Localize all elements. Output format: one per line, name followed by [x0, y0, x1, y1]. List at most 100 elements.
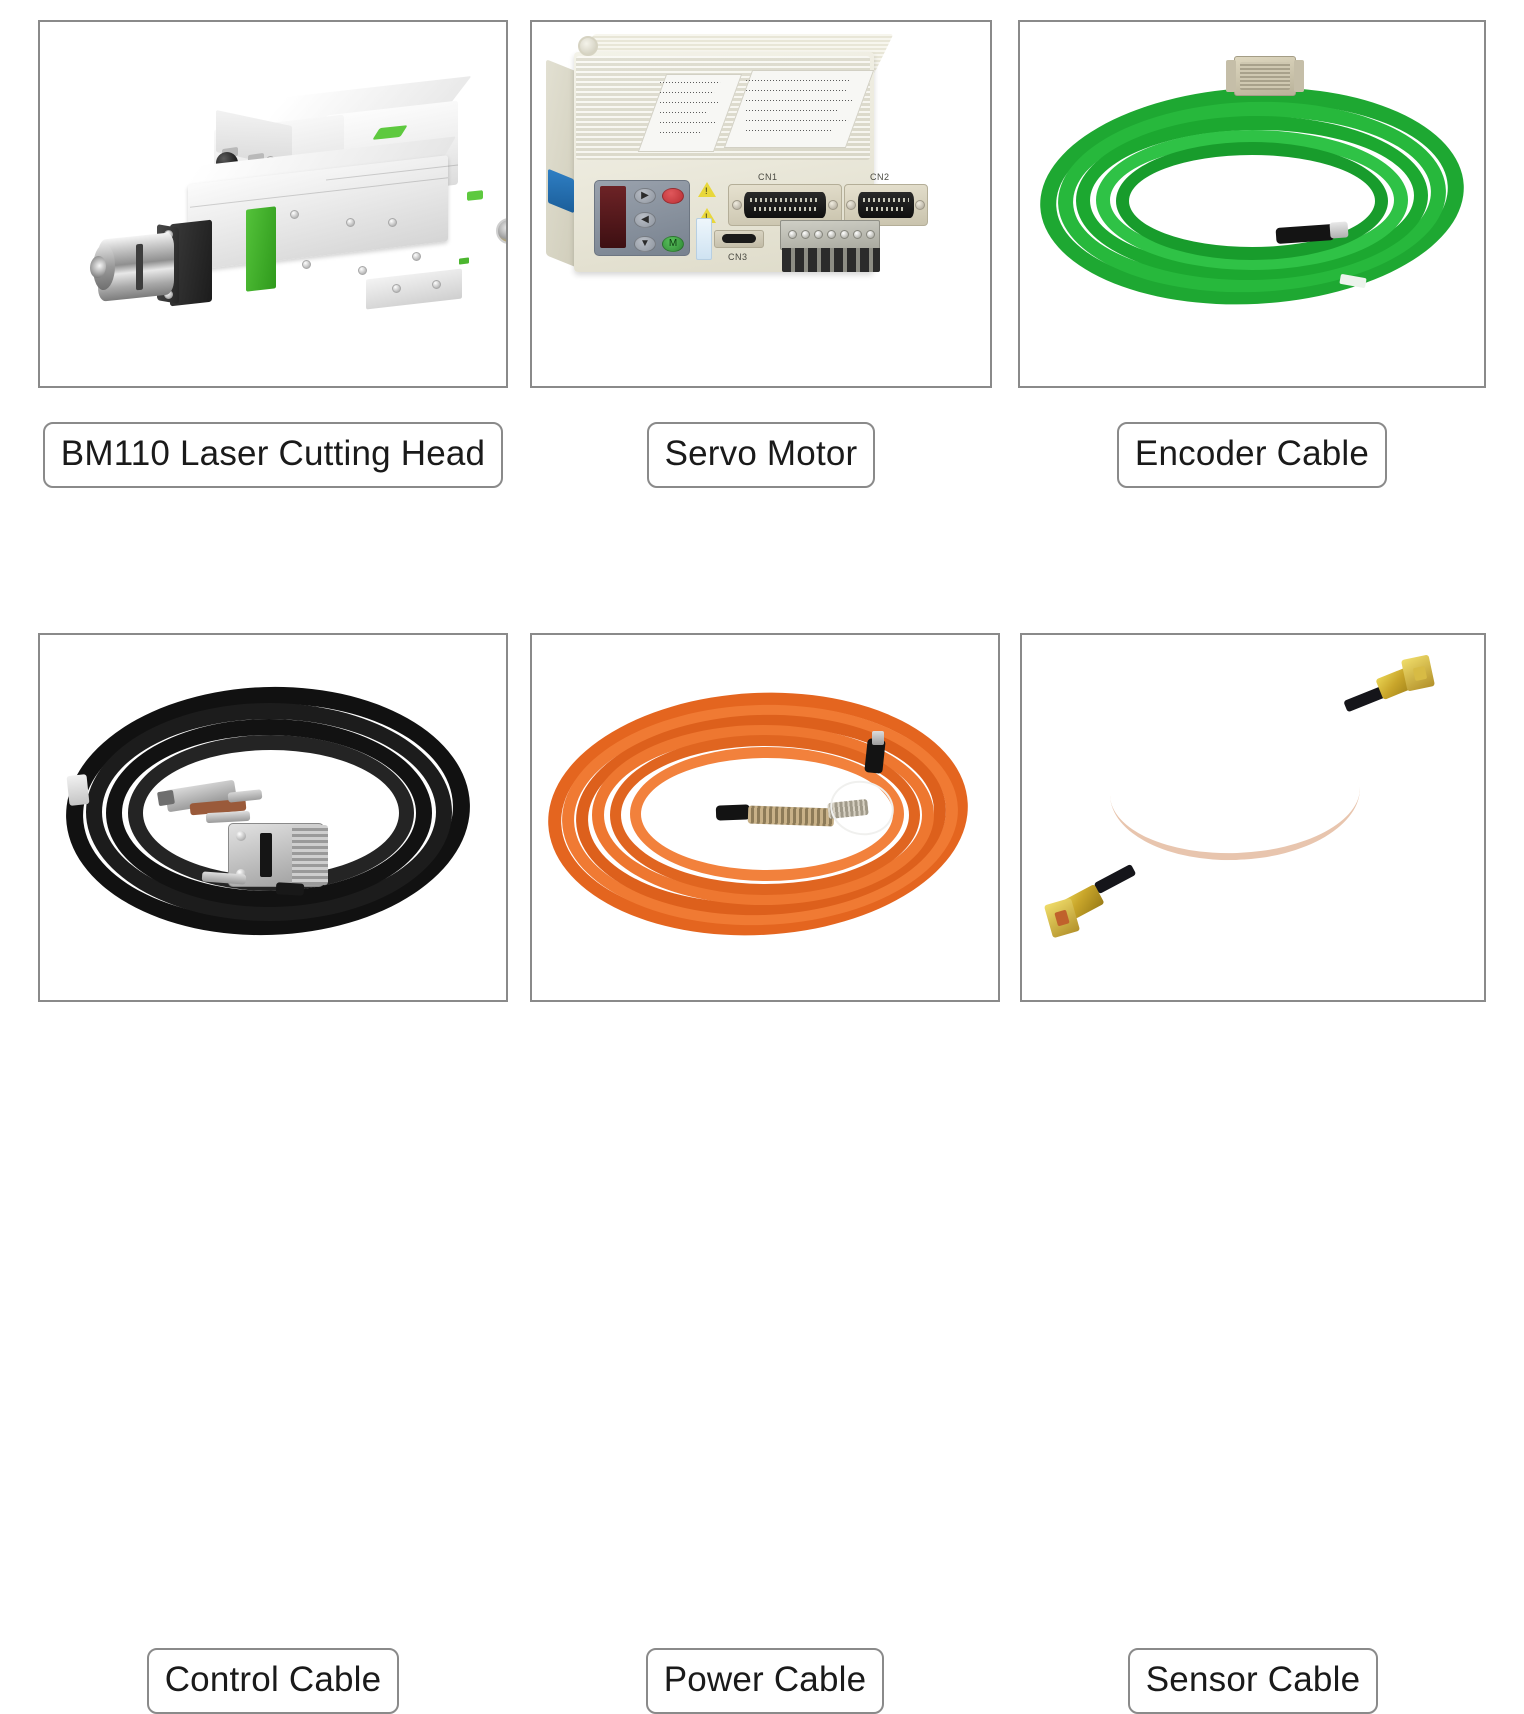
product-image-frame-servo-motor[interactable]: ▶ ◀ ▼ M CN1 [530, 20, 992, 388]
product-cell-sensor-cable[interactable]: Sensor Cable [1020, 633, 1486, 1714]
laser-head-bolt-body-5 [388, 218, 397, 227]
servo-drive-port-cn1-screw-left [732, 200, 742, 210]
laser-head-fiber-port [496, 218, 506, 244]
product-photo-control-cable [40, 635, 506, 1000]
servo-drive-port-cn3-slot [722, 234, 756, 243]
servo-drive-illustration: ▶ ◀ ▼ M CN1 [532, 22, 990, 386]
terminal-screw [788, 230, 797, 239]
port-label-cn1: CN1 [758, 172, 778, 182]
product-image-frame-laser-cutting-head[interactable] [38, 20, 508, 388]
servo-drive-button-mode[interactable]: M [662, 236, 684, 252]
label-text-line [745, 100, 853, 101]
label-text-line [659, 102, 719, 103]
encoder-cable-coil-inner [1116, 142, 1388, 260]
laser-head-green-dot [459, 257, 469, 265]
product-gallery-page: BM110 Laser Cutting Head [0, 0, 1524, 1144]
product-photo-laser-cutting-head [40, 22, 506, 386]
product-photo-servo-motor: ▶ ◀ ▼ M CN1 [532, 22, 990, 386]
label-text-line [745, 120, 849, 121]
control-cable-upper-connector-pin [157, 789, 175, 807]
caption-row-encoder-cable: Encoder Cable [1018, 422, 1486, 488]
laser-head-green-tab [467, 190, 483, 201]
servo-drive-port-cn2-screw-right [915, 200, 925, 210]
caption-row-laser-cutting-head: BM110 Laser Cutting Head [38, 422, 508, 488]
servo-drive-led-display [600, 186, 626, 248]
encoder-cable-dsub-latch-left [1226, 60, 1236, 92]
product-cell-power-cable[interactable]: Power Cable [530, 633, 1000, 1714]
label-text-line [659, 122, 717, 123]
power-cable-coil-inner [630, 747, 904, 881]
terminal-screw [801, 230, 810, 239]
servo-drive-port-cn1-shell [744, 192, 826, 218]
laser-head-nozzle-slot [136, 243, 143, 291]
port-label-cn3: CN3 [728, 252, 748, 262]
control-cable-marker-band [66, 774, 90, 806]
power-cable-ferrule-upper [872, 731, 884, 745]
sensor-cable-sma-right-center-pin [1412, 665, 1428, 682]
product-image-frame-sensor-cable[interactable] [1020, 633, 1486, 1002]
servo-drive-port-cn1-screw-right [828, 200, 838, 210]
control-cable-dsub-screw-top [236, 831, 246, 841]
product-label-power-cable[interactable]: Power Cable [645, 1648, 885, 1714]
laser-head-bolt-bracket-2 [432, 280, 441, 289]
laser-head-bolt-body-2 [302, 260, 311, 269]
control-cable-dsub-pins [292, 825, 328, 885]
servo-drive-side-sticker [696, 218, 712, 260]
encoder-cable-dsub-ribs [1240, 62, 1290, 90]
power-cable-braid-conductors [747, 805, 835, 827]
product-label-encoder-cable[interactable]: Encoder Cable [1116, 422, 1388, 488]
product-label-servo-motor[interactable]: Servo Motor [646, 422, 876, 488]
laser-head-bolt-bracket-1 [392, 284, 401, 293]
servo-drive-mount-hole [578, 36, 598, 56]
label-text-line [745, 90, 847, 91]
power-cable-coil-5 [610, 735, 920, 895]
servo-drive-button-left[interactable]: ◀ [634, 212, 656, 228]
caption-row-control-cable: Control Cable [38, 1648, 508, 1714]
terminal-screw [840, 230, 849, 239]
product-image-frame-encoder-cable[interactable] [1018, 20, 1486, 388]
product-cell-laser-cutting-head[interactable]: BM110 Laser Cutting Head [38, 20, 508, 520]
terminal-screw [853, 230, 862, 239]
laser-head-bolt-body-3 [346, 218, 355, 227]
port-label-cn2: CN2 [870, 172, 890, 182]
product-label-control-cable[interactable]: Control Cable [146, 1648, 400, 1714]
servo-drive-port-cn2-pins [866, 207, 906, 211]
servo-drive-port-cn1-pins [754, 207, 816, 211]
label-text-line [745, 110, 839, 111]
product-photo-encoder-cable [1020, 22, 1484, 386]
encoder-cable-dsub-latch-right [1294, 60, 1304, 92]
product-image-frame-power-cable[interactable] [530, 633, 1000, 1002]
servo-drive-button-stop[interactable] [662, 188, 684, 204]
laser-head-green-strip [246, 206, 276, 292]
label-text-line [659, 112, 707, 113]
terminal-screw [814, 230, 823, 239]
photo-background [1022, 635, 1484, 1000]
label-text-line [745, 130, 833, 131]
power-cable-heatshrink-lower [715, 804, 751, 821]
control-cable-boot [275, 882, 305, 896]
product-photo-sensor-cable [1022, 635, 1484, 1000]
product-label-laser-cutting-head[interactable]: BM110 Laser Cutting Head [42, 422, 504, 488]
servo-drive-port-cn2-screw-left [846, 200, 856, 210]
servo-drive-terminal-pins [782, 248, 880, 272]
control-cable-dsub-slot [260, 833, 272, 877]
servo-drive-port-cn1-pins [750, 198, 820, 202]
laser-head-bolt-body-1 [290, 210, 299, 219]
caption-row-power-cable: Power Cable [530, 1648, 1000, 1714]
product-cell-control-cable[interactable]: Control Cable [38, 633, 508, 1714]
product-label-sensor-cable[interactable]: Sensor Cable [1127, 1648, 1379, 1714]
servo-drive-button-right[interactable]: ▶ [634, 188, 656, 204]
terminal-screw [827, 230, 836, 239]
label-text-line [659, 82, 721, 83]
caption-row-servo-motor: Servo Motor [530, 422, 992, 488]
product-cell-encoder-cable[interactable]: Encoder Cable [1018, 20, 1486, 520]
product-cell-servo-motor[interactable]: ▶ ◀ ▼ M CN1 [530, 20, 992, 520]
laser-head-bolt-body-6 [412, 252, 421, 261]
product-grid: BM110 Laser Cutting Head [0, 0, 1524, 1144]
warning-triangle-icon [698, 182, 716, 197]
product-image-frame-control-cable[interactable] [38, 633, 508, 1002]
servo-drive-port-cn2-pins [863, 198, 909, 202]
servo-drive-button-down[interactable]: ▼ [634, 236, 656, 252]
laser-head-mount-bracket [366, 268, 462, 310]
servo-drive-port-cn2-shell [858, 192, 914, 218]
